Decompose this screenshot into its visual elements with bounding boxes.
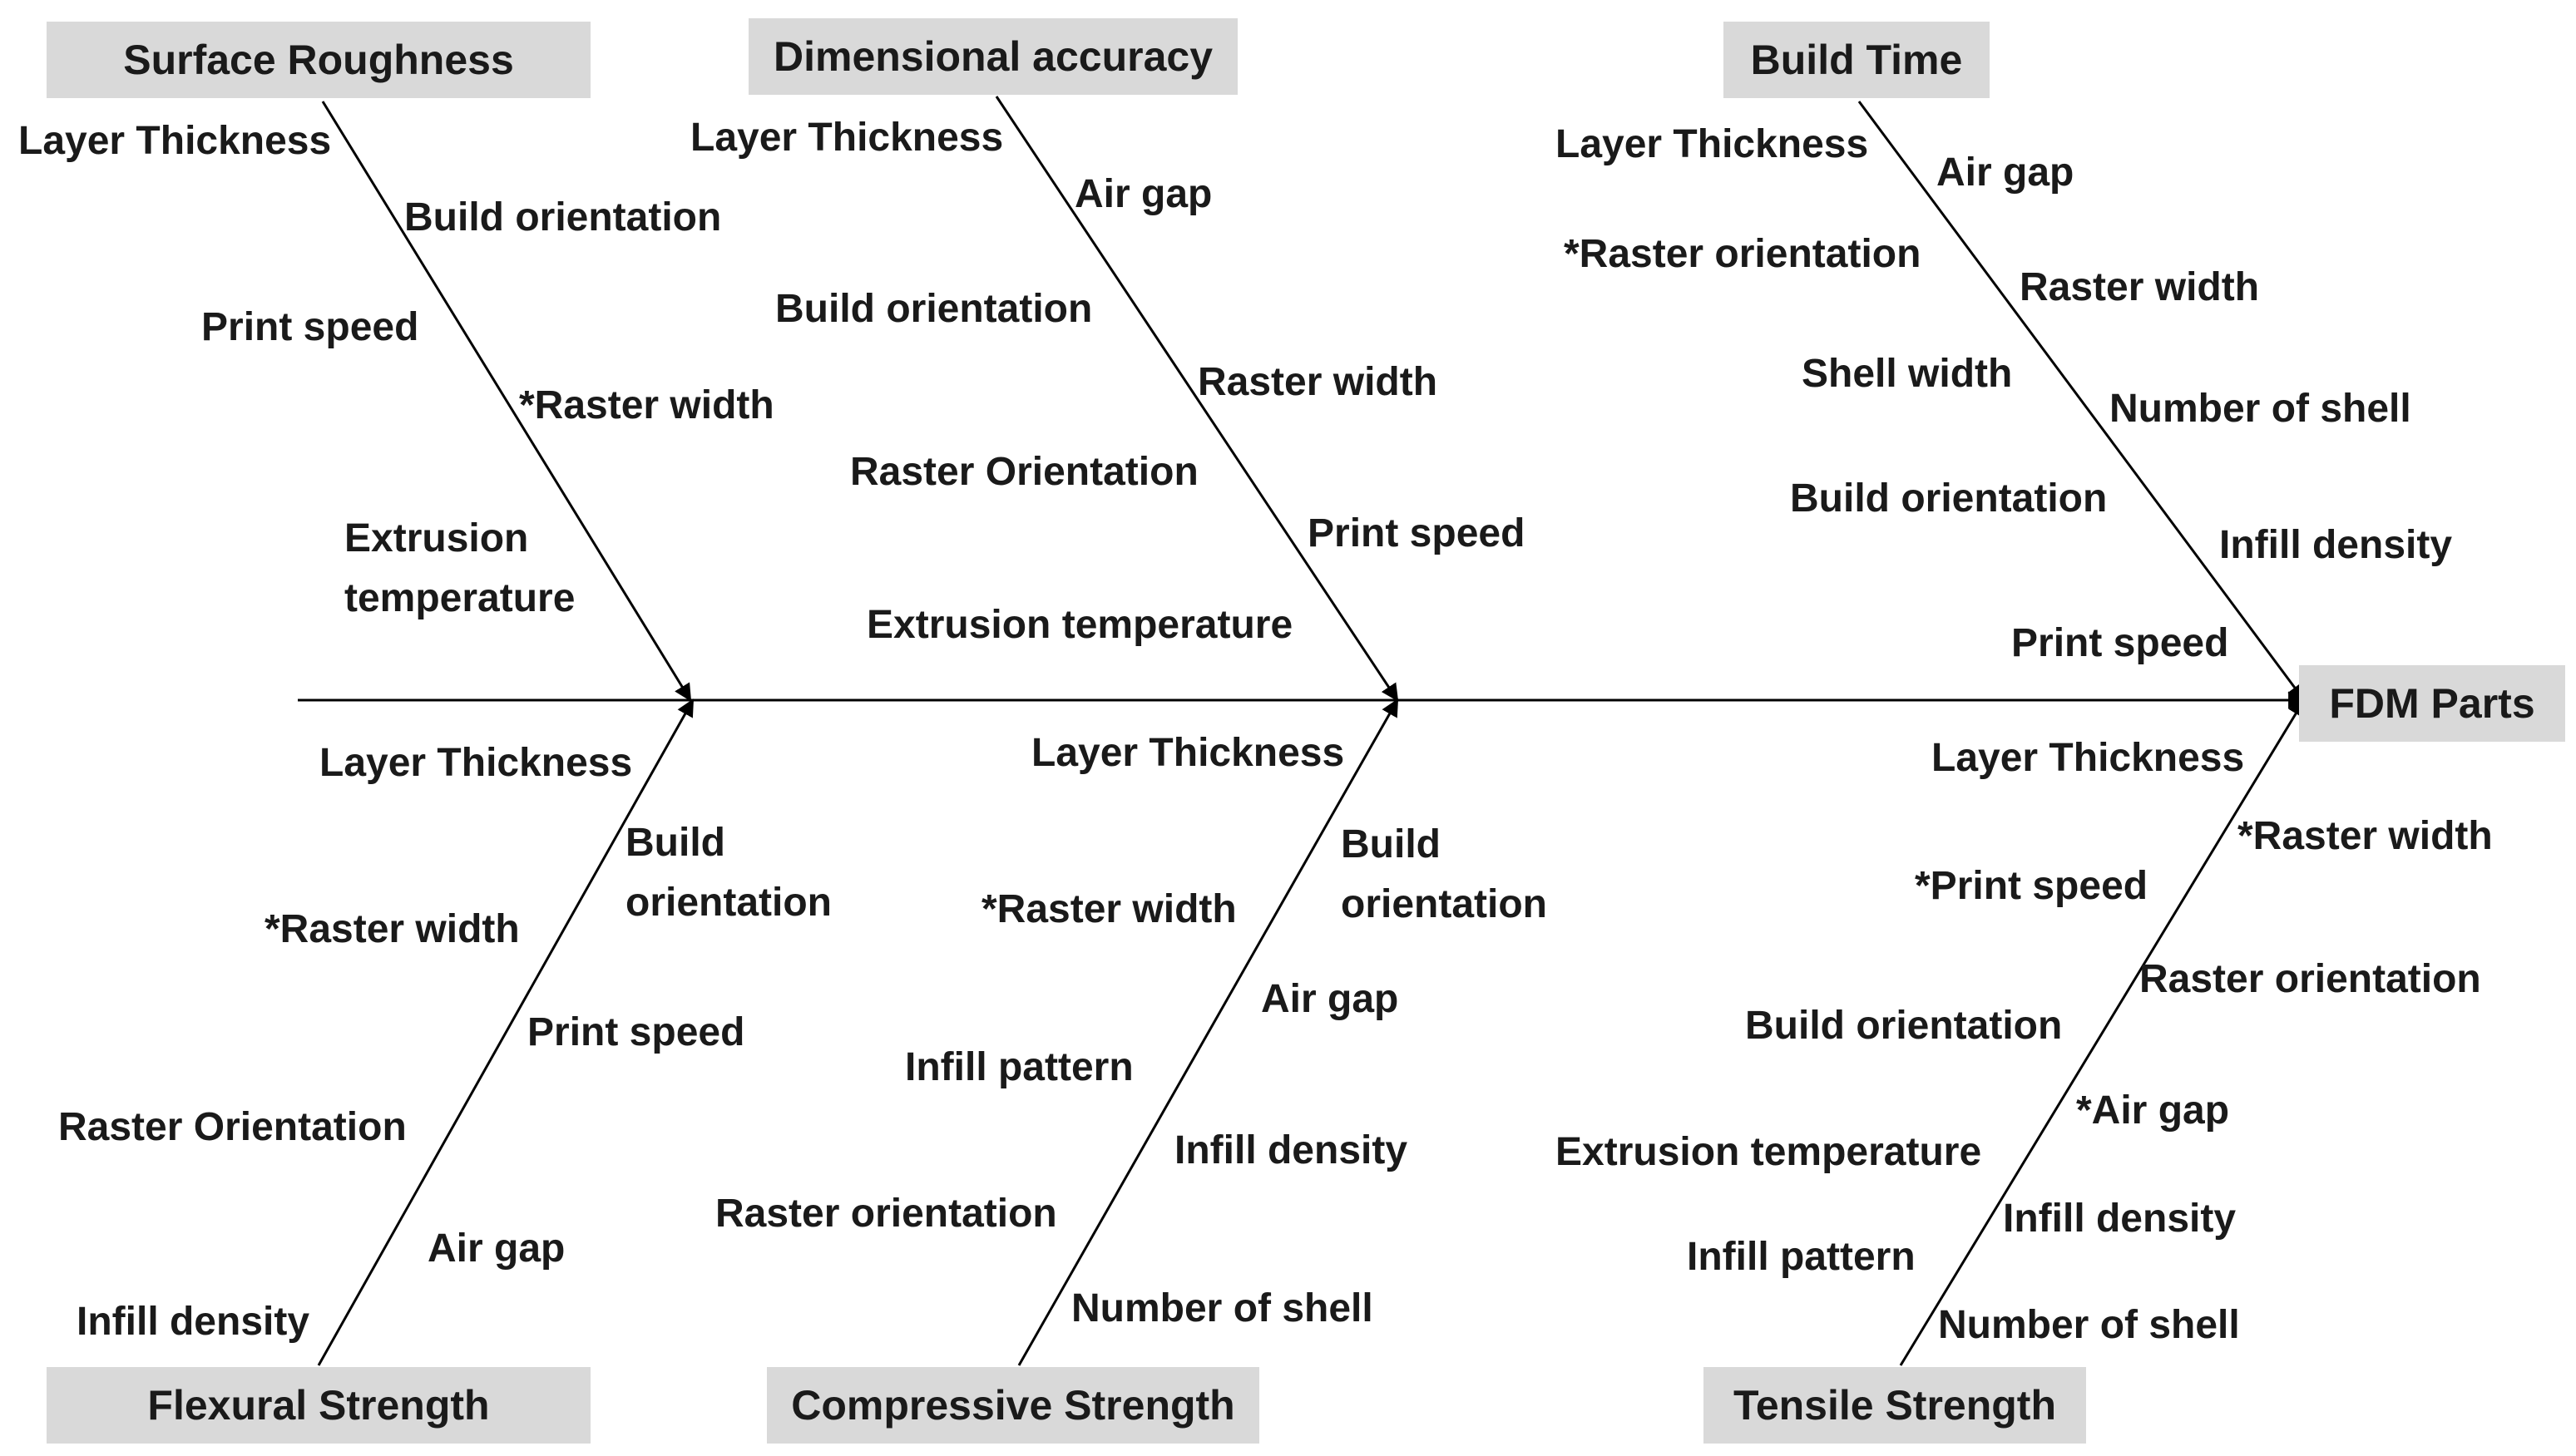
cause-label: orientation xyxy=(1341,882,1547,926)
bone-tensile-strength xyxy=(1899,698,2306,1366)
category-surface-roughness: Surface Roughness xyxy=(47,22,591,98)
cause-label: Raster width xyxy=(1198,360,1438,404)
cause-label: Build xyxy=(625,821,725,865)
cause-label: Layer Thickness xyxy=(1555,122,1869,166)
cause-label: temperature xyxy=(344,576,576,620)
cause-label: Number of shell xyxy=(1071,1286,1373,1330)
cause-label: Air gap xyxy=(428,1226,566,1271)
cause-label: Infill density xyxy=(2219,523,2453,567)
cause-label: Extrusion xyxy=(344,516,529,560)
cause-label: Extrusion temperature xyxy=(867,603,1293,647)
cause-label: Infill pattern xyxy=(905,1045,1134,1089)
effect-fdm-parts: FDM Parts xyxy=(2299,665,2565,742)
cause-label: Number of shell xyxy=(1938,1303,2240,1347)
cause-label: Number of shell xyxy=(2109,387,2411,431)
cause-label: Infill density xyxy=(77,1300,310,1344)
cause-label: Raster Orientation xyxy=(58,1105,407,1149)
cause-label: orientation xyxy=(625,881,832,925)
cause-label: Infill density xyxy=(1174,1128,1408,1172)
category-build-time: Build Time xyxy=(1723,22,1990,98)
cause-label: Print speed xyxy=(201,305,419,349)
bone-flexural-strength xyxy=(317,698,695,1366)
category-dimensional-accuracy: Dimensional accuracy xyxy=(749,18,1238,95)
cause-label: Shell width xyxy=(1802,352,2013,396)
cause-label: Build orientation xyxy=(404,195,722,239)
cause-label: *Raster orientation xyxy=(1564,232,1921,276)
bone-build-time xyxy=(1857,101,2306,702)
cause-label: Air gap xyxy=(1936,151,2074,195)
cause-label: Infill density xyxy=(2003,1197,2237,1241)
cause-label: Print speed xyxy=(527,1010,745,1054)
cause-label: *Raster width xyxy=(265,907,520,951)
cause-label: *Print speed xyxy=(1915,864,2148,908)
cause-label: Raster Orientation xyxy=(850,450,1199,494)
bone-dimensional-accuracy xyxy=(995,96,1399,702)
cause-label: Raster orientation xyxy=(715,1192,1057,1236)
category-flexural-strength: Flexural Strength xyxy=(47,1367,591,1444)
bone-compressive-strength xyxy=(1017,698,1399,1366)
cause-label: Build xyxy=(1341,822,1441,866)
cause-label: Raster width xyxy=(2020,265,2260,309)
cause-label: Print speed xyxy=(2011,621,2229,665)
category-tensile-strength: Tensile Strength xyxy=(1703,1367,2086,1444)
bone-surface-roughness xyxy=(321,101,692,702)
cause-label: Build orientation xyxy=(1745,1004,2063,1048)
cause-label: Raster orientation xyxy=(2139,957,2481,1001)
cause-label: Layer Thickness xyxy=(1931,736,2245,780)
cause-label: *Air gap xyxy=(2076,1088,2230,1133)
cause-label: Build orientation xyxy=(775,287,1093,331)
cause-label: Extrusion temperature xyxy=(1555,1130,1982,1174)
cause-label: Build orientation xyxy=(1790,476,2108,521)
cause-label: *Raster width xyxy=(519,383,774,427)
cause-label: Layer Thickness xyxy=(319,741,633,785)
cause-label: Air gap xyxy=(1075,172,1213,216)
cause-label: Air gap xyxy=(1261,977,1399,1021)
cause-label: Layer Thickness xyxy=(690,116,1004,160)
cause-label: *Raster width xyxy=(2237,814,2493,858)
cause-label: Layer Thickness xyxy=(18,119,332,163)
cause-label: Layer Thickness xyxy=(1031,731,1345,775)
cause-label: Print speed xyxy=(1308,511,1525,555)
category-compressive-strength: Compressive Strength xyxy=(767,1367,1259,1444)
cause-label: *Raster width xyxy=(981,887,1237,931)
cause-label: Infill pattern xyxy=(1687,1235,1916,1279)
